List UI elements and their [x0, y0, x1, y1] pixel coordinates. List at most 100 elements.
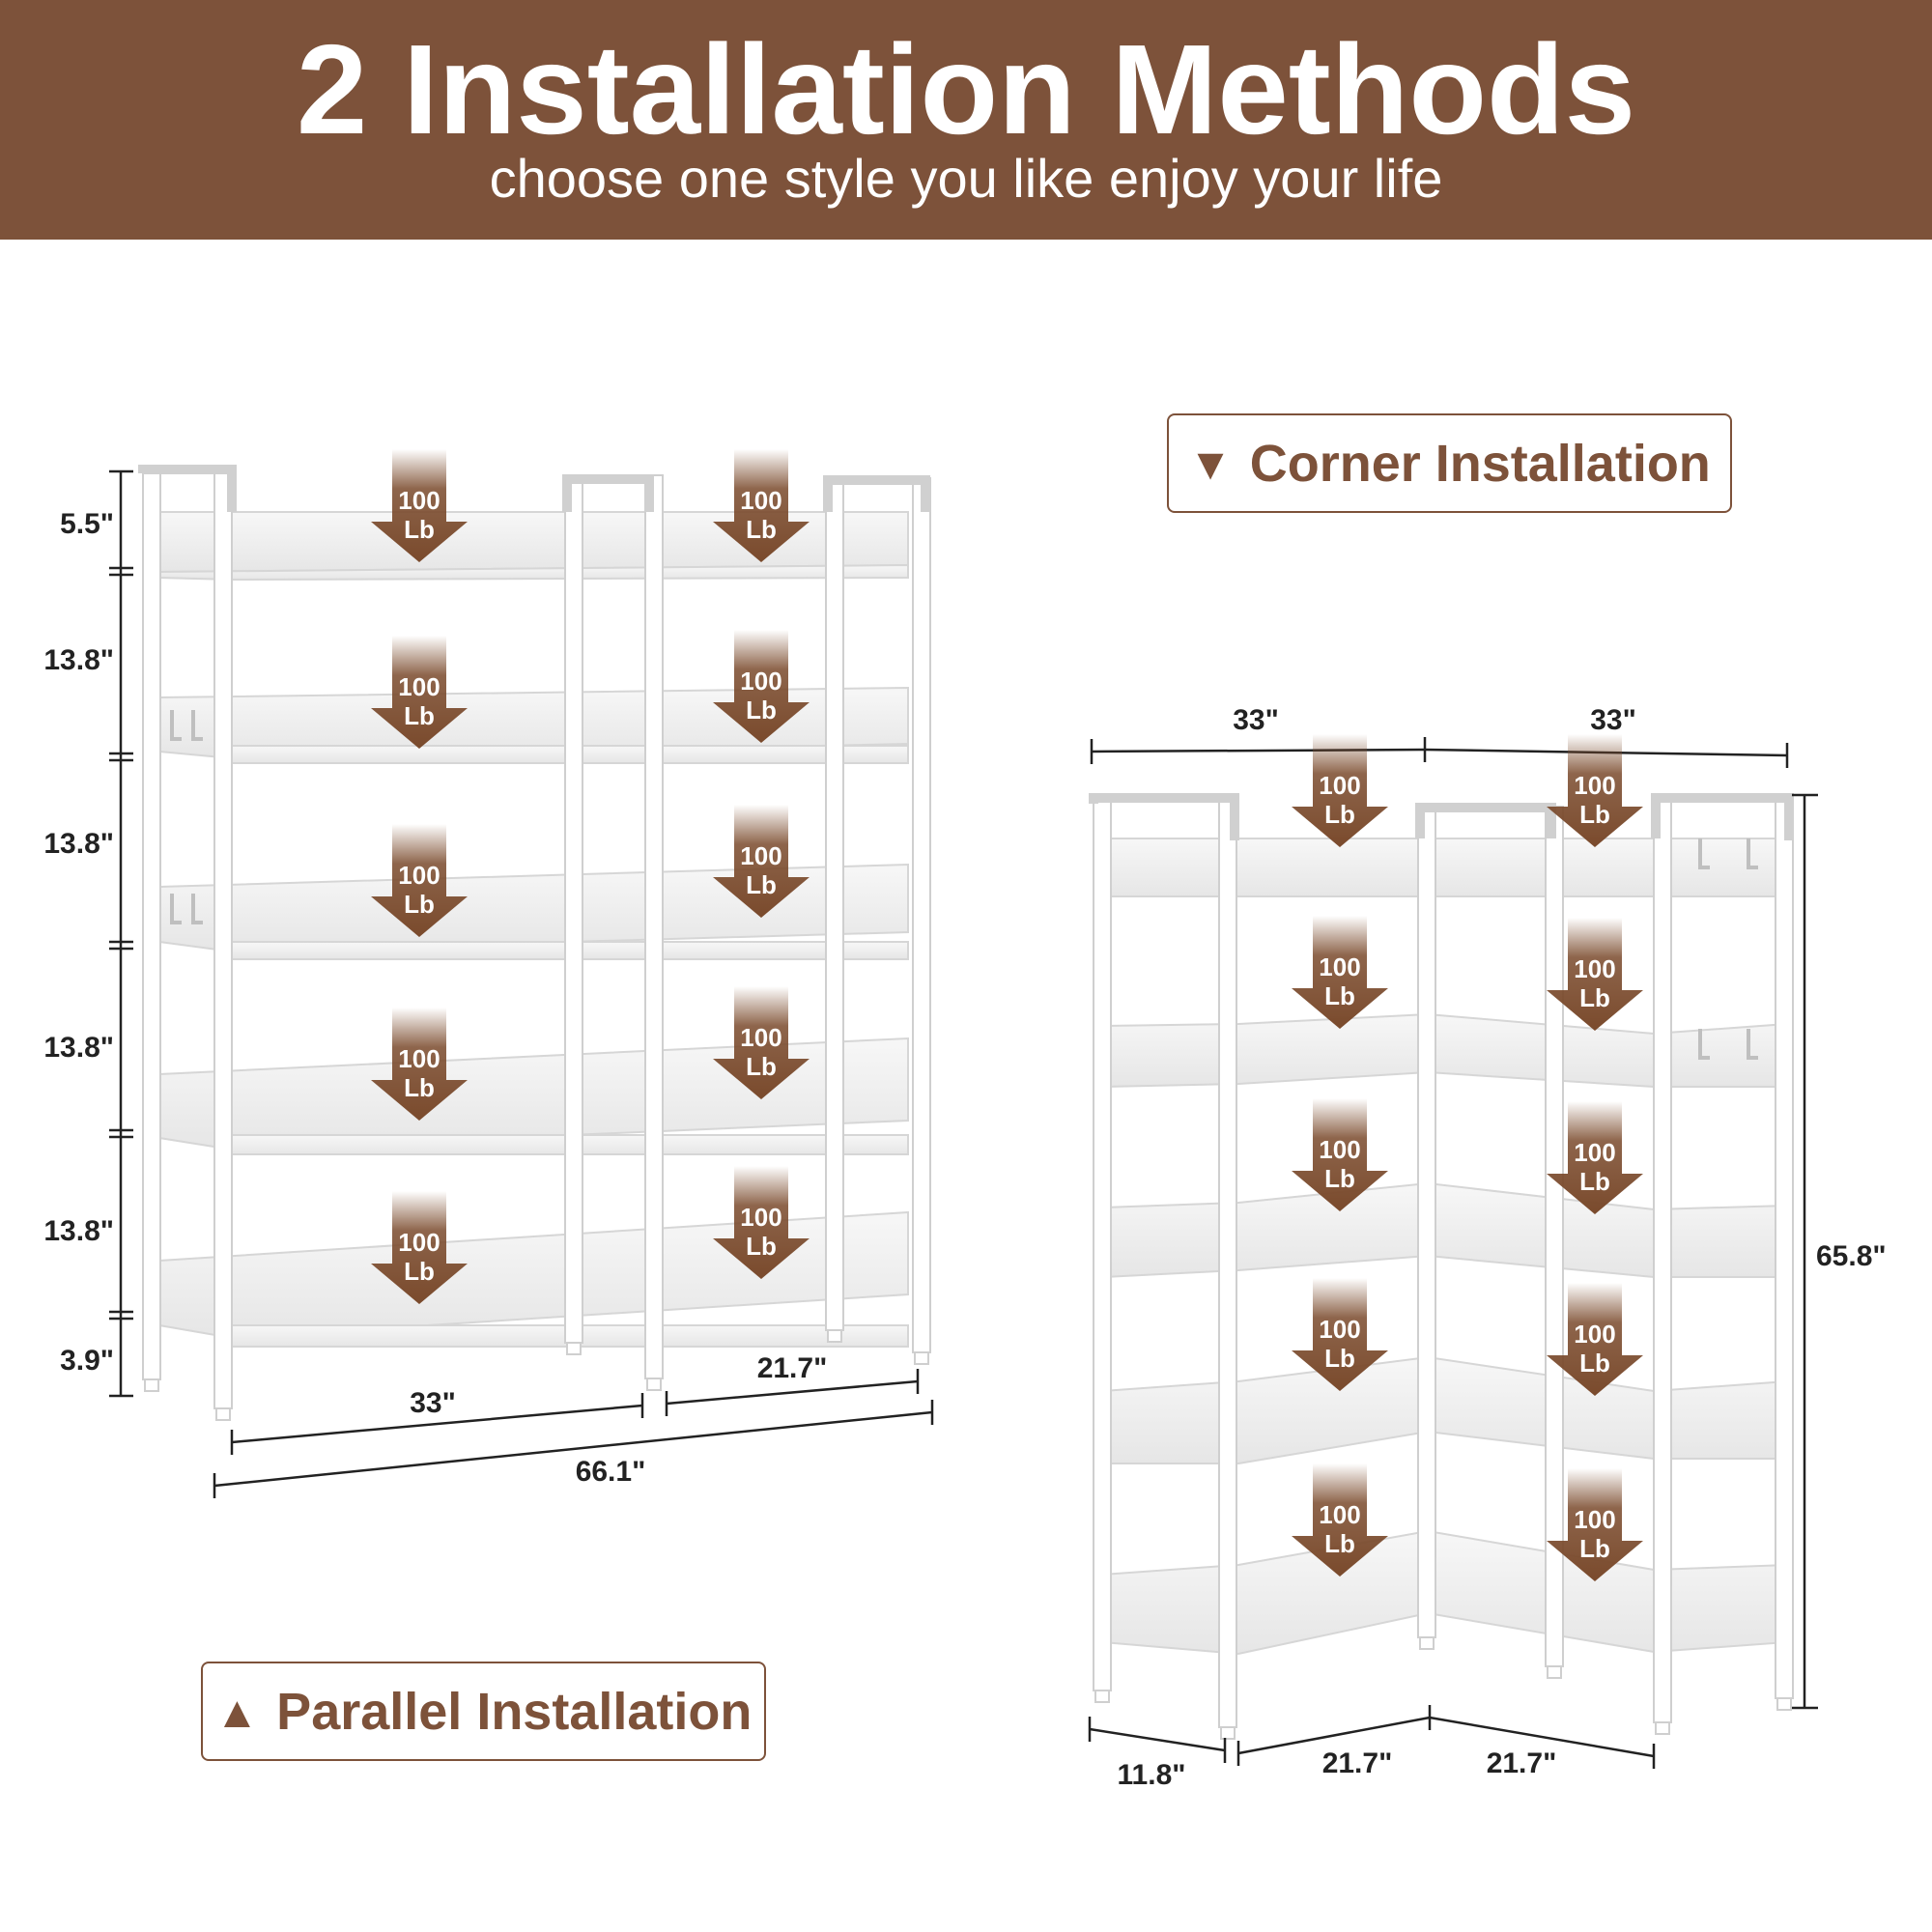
parallel-side-hooks	[170, 710, 203, 924]
load-value: 100	[1574, 771, 1615, 800]
parallel-installation-label: ▲ Parallel Installation	[201, 1662, 766, 1761]
corner-installation-text: Corner Installation	[1249, 434, 1711, 493]
load-value: 100	[398, 486, 440, 515]
parallel-width-right: 21.7"	[757, 1352, 828, 1384]
parallel-width-left: 33"	[410, 1387, 456, 1419]
parallel-shelf-boards	[158, 511, 909, 1348]
load-arrow-icon	[371, 824, 468, 937]
parallel-height-1: 5.5"	[60, 508, 114, 540]
load-badges: 100Lb100Lb100Lb100Lb100Lb100Lb100Lb100Lb…	[371, 449, 1643, 1581]
parallel-height-4: 13.8"	[43, 1032, 114, 1064]
load-value: 100	[398, 861, 440, 890]
load-value: 100	[398, 1228, 440, 1257]
corner-frame-posts	[1089, 793, 1794, 1740]
load-unit: Lb	[1579, 1167, 1610, 1196]
load-unit: Lb	[1324, 1344, 1355, 1373]
load-arrow-icon	[713, 805, 810, 918]
parallel-height-6: 3.9"	[60, 1345, 114, 1377]
load-value: 100	[740, 841, 781, 870]
parallel-height-5: 13.8"	[43, 1215, 114, 1247]
load-value: 100	[1319, 1315, 1360, 1344]
load-value: 100	[1319, 771, 1360, 800]
load-arrow-icon	[371, 1008, 468, 1121]
corner-shelf-boards	[1102, 838, 1788, 1656]
up-arrow-icon: ▲	[214, 1686, 260, 1737]
load-arrow-icon	[1292, 1463, 1388, 1577]
load-unit: Lb	[404, 1073, 435, 1102]
page-title: 2 Installation Methods	[296, 18, 1636, 160]
corner-installation-label: ▼ Corner Installation	[1167, 413, 1732, 513]
load-unit: Lb	[1324, 1164, 1355, 1193]
load-arrow-icon	[1547, 918, 1643, 1031]
load-arrow-icon	[1547, 734, 1643, 847]
load-arrow-icon	[713, 449, 810, 562]
load-arrow-icon	[371, 1191, 468, 1304]
load-value: 100	[740, 1023, 781, 1052]
load-unit: Lb	[746, 870, 777, 899]
parallel-dimension-labels: 5.5" 13.8" 13.8" 13.8" 13.8" 3.9" 33" 21…	[43, 508, 827, 1488]
load-unit: Lb	[404, 890, 435, 919]
load-unit: Lb	[1579, 1534, 1610, 1563]
load-value: 100	[1574, 1320, 1615, 1349]
corner-top-width-left: 33"	[1233, 704, 1279, 736]
corner-side-hooks	[1698, 838, 1758, 1060]
load-arrow-icon	[371, 636, 468, 749]
load-value: 100	[740, 667, 781, 696]
header-banner: 2 Installation Methods choose one style …	[0, 0, 1932, 240]
corner-bottom-left: 21.7"	[1322, 1747, 1393, 1779]
load-unit: Lb	[746, 1052, 777, 1081]
load-arrow-icon	[713, 986, 810, 1099]
parallel-height-2: 13.8"	[43, 644, 114, 676]
parallel-height-3: 13.8"	[43, 828, 114, 860]
load-unit: Lb	[746, 515, 777, 544]
corner-bottom-right: 21.7"	[1487, 1747, 1557, 1779]
load-arrow-icon	[1547, 1283, 1643, 1396]
load-arrow-icon	[1292, 1278, 1388, 1391]
corner-depth: 11.8"	[1118, 1759, 1186, 1791]
load-value: 100	[740, 1203, 781, 1232]
down-arrow-icon: ▼	[1188, 438, 1233, 489]
corner-height: 65.8"	[1816, 1240, 1887, 1272]
load-value: 100	[1574, 954, 1615, 983]
load-unit: Lb	[1324, 1529, 1355, 1558]
load-arrow-icon	[1547, 1101, 1643, 1214]
load-unit: Lb	[1324, 800, 1355, 829]
load-unit: Lb	[1579, 1349, 1610, 1378]
load-value: 100	[1319, 1500, 1360, 1529]
corner-top-width-right: 33"	[1590, 704, 1636, 736]
load-value: 100	[740, 486, 781, 515]
load-arrow-icon	[371, 449, 468, 562]
corner-dimension-labels: 33" 33" 65.8" 11.8" 21.7" 21.7"	[1118, 704, 1887, 1791]
corner-shelf-unit	[1089, 793, 1794, 1740]
load-unit: Lb	[1579, 800, 1610, 829]
parallel-installation-text: Parallel Installation	[276, 1682, 753, 1741]
load-arrow-icon	[1292, 734, 1388, 847]
load-arrow-icon	[1292, 1098, 1388, 1211]
load-value: 100	[398, 672, 440, 701]
load-value: 100	[1574, 1138, 1615, 1167]
load-value: 100	[1319, 1135, 1360, 1164]
load-unit: Lb	[404, 1257, 435, 1286]
load-arrow-icon	[1292, 916, 1388, 1029]
parallel-frame-posts	[138, 465, 931, 1421]
load-unit: Lb	[1324, 981, 1355, 1010]
